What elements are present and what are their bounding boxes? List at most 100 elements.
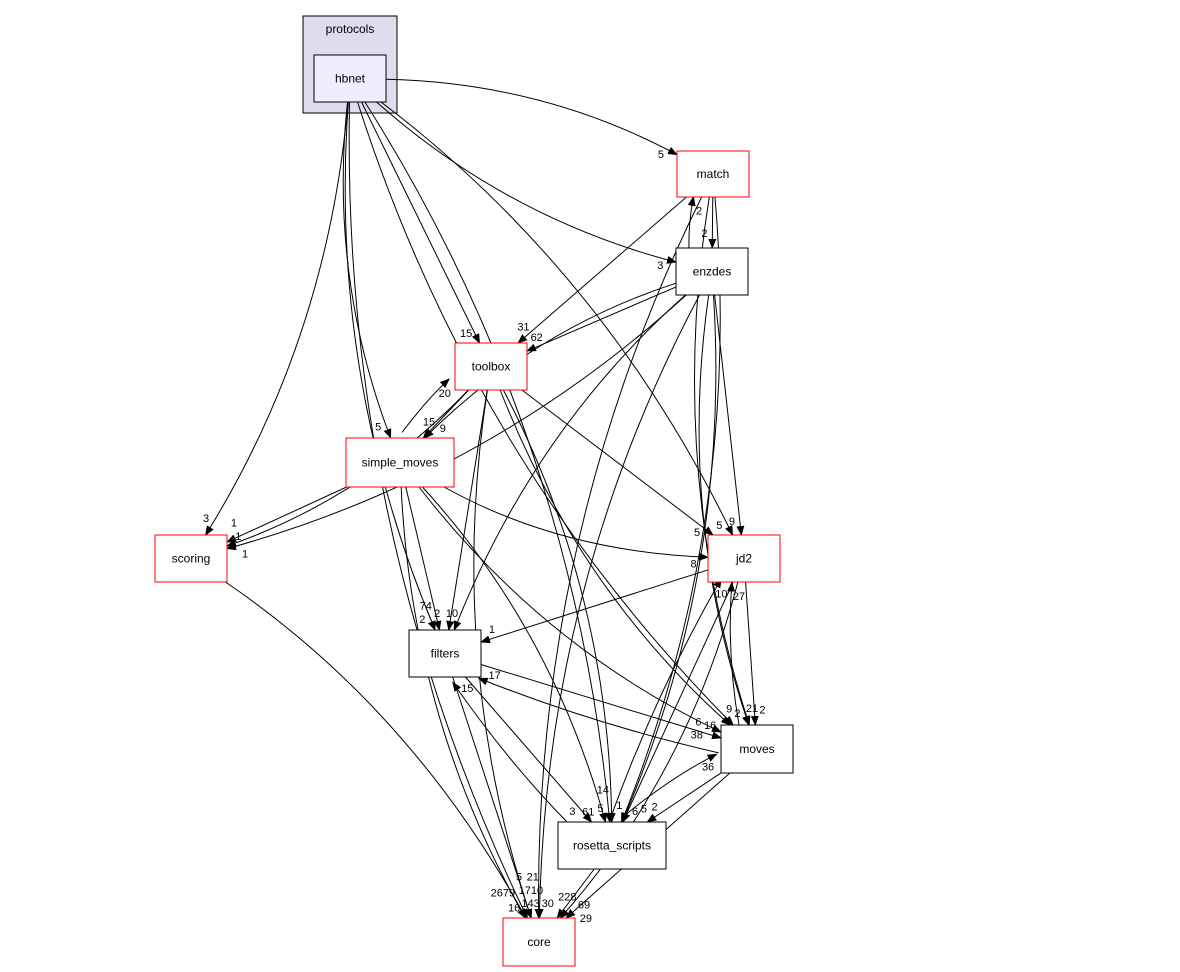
edge-label[interactable]: 9 [726,703,732,715]
edge-label[interactable]: 2 [734,708,740,720]
edge-enzdes-to-toolbox[interactable] [526,286,677,352]
edge-label[interactable]: 6 [695,717,701,729]
edge-label[interactable]: 1 [242,548,248,560]
edge-simple_moves-to-core[interactable] [400,486,526,919]
node-jd2[interactable]: jd2 [707,534,781,583]
edge-moves-to-rosetta_scripts[interactable] [646,772,722,823]
edge-hbnet-to-match[interactable] [385,78,678,156]
node-match[interactable]: match [676,150,750,198]
edge-rosetta_scripts-to-moves[interactable] [624,753,718,816]
edge-label[interactable]: 2 [434,608,440,620]
edge-label[interactable]: 61 [582,806,594,818]
edge-label[interactable]: 17 [488,670,500,682]
edge-filters-to-moves[interactable] [480,664,722,740]
edge-label[interactable]: 15 [460,328,472,340]
edge-label[interactable]: 2 [419,614,425,626]
edge-label[interactable]: 5 [694,527,700,539]
edge-label[interactable]: 5 [658,149,664,161]
edge-label[interactable]: 1710 [519,885,543,897]
edge-label[interactable]: 2 [701,228,707,240]
edge-label[interactable]: 3 [203,513,209,525]
edge-hbnet-to-core[interactable] [348,101,528,919]
edge-label[interactable]: 5 [516,872,522,884]
node-moves[interactable]: moves [720,724,794,774]
node-scoring[interactable]: scoring [154,534,228,583]
node-core[interactable]: core [502,917,576,967]
node-enzdes[interactable]: enzdes [675,247,749,296]
edge-hbnet-to-jd2[interactable] [380,101,734,536]
edge-rosetta_scripts-to-jd2[interactable] [609,577,722,819]
edge-label[interactable]: 5 [375,421,381,433]
edge-jd2-to-rosetta_scripts[interactable] [622,581,734,823]
edge-enzdes-to-scoring[interactable] [226,294,687,551]
edge-label[interactable]: 6 [632,806,638,818]
edge-label[interactable]: 16 [704,720,716,732]
edge-moves-to-jd2[interactable] [727,581,740,726]
edge-label[interactable]: 74 [420,600,432,612]
edge-label[interactable]: 2 [696,206,702,218]
edge-simple_moves-to-filters[interactable] [405,486,442,631]
edge-label[interactable]: 228 [558,892,576,904]
edge-toolbox-to-jd2[interactable] [521,389,714,536]
edge-label[interactable]: 16 [508,903,520,915]
edge-label[interactable]: 62 [531,332,543,344]
edge-label[interactable]: 21 [746,703,758,715]
edge-match-to-enzdes[interactable] [708,196,717,249]
edge-label[interactable]: 2 [759,704,765,716]
edge-toolbox-to-core[interactable] [473,389,533,919]
edge-enzdes-to-filters[interactable] [453,294,686,631]
edge-enzdes-to-jd2[interactable] [714,294,745,536]
node-rosetta_scripts[interactable]: rosetta_scripts [557,821,667,870]
edge-jd2-to-filters[interactable] [480,569,709,644]
edge-toolbox-to-rosetta_scripts[interactable] [502,389,616,823]
edge-label[interactable]: 20 [439,388,451,400]
node-simple_moves[interactable]: simple_moves [345,437,455,488]
edge-label[interactable]: 1 [616,800,622,812]
edge-label[interactable]: 1 [489,624,495,636]
edge-moves-to-filters[interactable] [477,677,719,754]
edge-hbnet-to-moves[interactable] [357,101,734,726]
edge-hbnet-to-enzdes[interactable] [376,101,677,264]
edge-label[interactable]: 38 [691,730,703,742]
edge-label[interactable]: 36 [702,762,714,774]
edge-simple_moves-to-moves[interactable] [418,486,722,733]
edge-label[interactable]: 29 [580,913,592,925]
edge-label[interactable]: 1 [231,517,237,529]
edge-label[interactable]: 31 [517,322,529,334]
edge-label[interactable]: 9 [440,423,446,435]
edge-enzdes-to-simple_moves[interactable] [423,282,677,439]
edge-label[interactable]: 143 [521,898,539,910]
edge-filters-to-rosetta_scripts[interactable] [465,676,593,823]
edge-simple_moves-to-rosetta_scripts[interactable] [422,486,607,823]
edge-hbnet-to-toolbox[interactable] [361,101,480,344]
edge-label[interactable]: 15 [423,416,435,428]
edge-label[interactable]: 5 [716,520,722,532]
edge-label[interactable]: 15 [461,683,473,695]
edge-hbnet-to-filters[interactable] [344,101,436,631]
edge-label[interactable]: 10 [446,608,458,620]
edge-label[interactable]: 3 [569,806,575,818]
edge-rosetta_scripts-to-core[interactable] [556,868,595,919]
edge-label[interactable]: 10 [715,589,727,601]
node-hbnet[interactable]: hbnet [313,54,387,103]
edge-enzdes-to-rosetta_scripts[interactable] [621,294,717,823]
edge-label[interactable]: 2 [651,801,657,813]
edge-label[interactable]: 14 [597,784,609,796]
node-filters[interactable]: filters [408,629,482,678]
edge-label[interactable]: 3 [657,260,663,272]
edge-label[interactable]: 27 [733,591,745,603]
edge-jd2-to-moves[interactable] [745,581,759,726]
edge-hbnet-to-scoring[interactable] [205,101,349,536]
node-toolbox[interactable]: toolbox [454,342,528,391]
edge-label[interactable]: 8 [690,558,696,570]
edge-label[interactable]: 5 [641,804,647,816]
edge-toolbox-to-filters[interactable] [446,389,488,631]
edge-label[interactable]: 69 [578,900,590,912]
edge-label[interactable]: 30 [542,898,554,910]
edge-hbnet-to-simple_moves[interactable] [342,101,392,439]
edge-label[interactable]: 9 [729,516,735,528]
edge-match-to-toolbox[interactable] [517,196,687,344]
edge-label[interactable]: 2679 [491,888,515,900]
edge-rosetta_scripts-to-filters[interactable] [452,681,573,828]
edge-label[interactable]: 21 [527,871,539,883]
